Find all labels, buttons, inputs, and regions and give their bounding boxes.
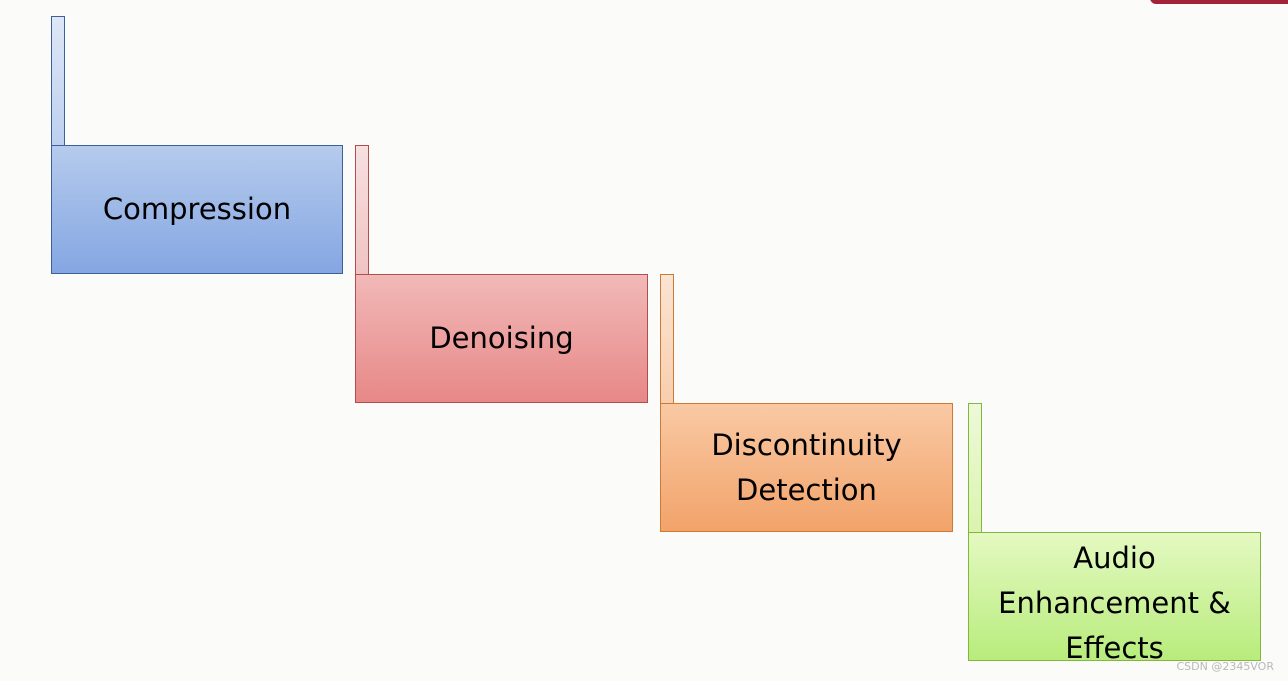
step-compression: Compression [51,16,343,274]
step-label-discontinuity-detection: Discontinuity Detection [711,427,902,507]
corner-accent-bar [1150,0,1288,4]
step-label-compression: Compression [102,192,292,226]
step-tab [51,16,65,145]
step-tab [355,145,369,274]
step-label-audio-enhancement: Audio Enhancement & Effects [998,541,1231,665]
step-audio-enhancement: Audio Enhancement & Effects [968,403,1261,665]
step-label-denoising: Denoising [429,321,574,355]
step-box: Discontinuity Detection [660,403,953,532]
step-denoising: Denoising [355,145,648,403]
step-discontinuity-detection: Discontinuity Detection [660,274,953,532]
watermark-text: CSDN @2345VOR [1176,660,1275,673]
step-box: Denoising [355,274,648,403]
step-tab [968,403,982,532]
step-tab [660,274,674,403]
step-box: Audio Enhancement & Effects [968,532,1261,665]
step-box: Compression [51,145,343,274]
